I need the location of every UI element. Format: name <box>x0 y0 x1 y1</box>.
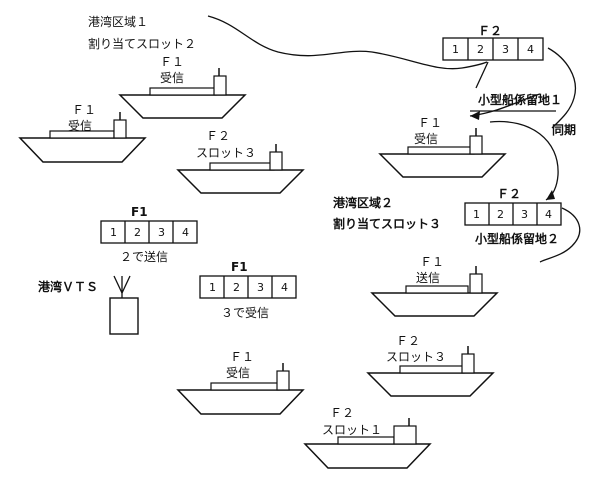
sync-arrowhead-lower <box>470 111 480 120</box>
right-curve-line <box>539 207 581 263</box>
ship-7 <box>176 363 305 415</box>
frame-top-slot-3: 3 <box>502 43 509 56</box>
area2-name: 港湾区域２ <box>333 195 393 210</box>
sync-label: 同期 <box>552 122 576 137</box>
frame-mid-slots: 1 2 3 4 <box>464 202 562 226</box>
small-port-1-label: 小型船係留地１ <box>478 92 562 107</box>
area-boundary-line <box>207 15 488 70</box>
ship-2-freq: Ｆ１ <box>72 103 96 117</box>
ship-6-freq: Ｆ２ <box>396 334 420 348</box>
frame-left-slot-4: 4 <box>182 226 189 239</box>
frame-top-slot-1: 1 <box>452 43 459 56</box>
frame-mid-slot-2: 2 <box>497 208 504 221</box>
frame-mid-slot-4: 4 <box>545 208 552 221</box>
frame-center-label: F1 <box>231 260 248 274</box>
frame-mid-slot-1: 1 <box>473 208 480 221</box>
frame-top-slot-4: 4 <box>527 43 534 56</box>
ship-5 <box>370 266 499 317</box>
vts-station-box <box>109 297 139 335</box>
frame-center-slot-3: 3 <box>257 281 264 294</box>
area2-slot: 割り当てスロット３ <box>333 216 441 231</box>
frame-top-label: Ｆ２ <box>478 24 502 38</box>
ship-7-mode: 受信 <box>226 366 250 380</box>
frame-center-slots: 1 2 3 4 <box>199 275 297 299</box>
ship-4-freq: Ｆ１ <box>418 116 442 130</box>
ship-7-freq: Ｆ１ <box>230 350 254 364</box>
ship-1-mode: 受信 <box>160 71 184 85</box>
frame-left-caption: ２で送信 <box>120 249 168 264</box>
area1-name: 港湾区域１ <box>88 14 148 29</box>
frame-top-slots: 1 2 3 4 <box>442 37 544 61</box>
frame-left-label: F1 <box>131 205 148 219</box>
ship-3-mode: スロット３ <box>196 146 256 160</box>
ship-3 <box>176 144 305 194</box>
ship-4-mode: 受信 <box>414 132 438 146</box>
boundary-tail-line <box>547 47 576 129</box>
antenna-icon <box>113 275 131 298</box>
ship-6 <box>366 346 495 397</box>
frame-mid-slot-3: 3 <box>521 208 528 221</box>
ship-5-mode: 送信 <box>416 270 440 285</box>
ship-2-mode: 受信 <box>68 119 92 133</box>
frame-center-slot-1: 1 <box>209 281 216 294</box>
sync-arrowhead-upper <box>546 190 555 200</box>
ship-4 <box>378 128 507 178</box>
frame-top-pointer <box>475 61 489 89</box>
ship-3-freq: Ｆ２ <box>206 129 230 143</box>
ship-1 <box>118 68 247 119</box>
frame-mid-label: Ｆ２ <box>497 187 521 201</box>
ship-5-freq: Ｆ１ <box>420 255 444 269</box>
ship-1-freq: Ｆ１ <box>160 55 184 69</box>
frame-left-slot-2: 2 <box>134 226 141 239</box>
ship-8-freq: Ｆ２ <box>330 406 354 420</box>
frame-center-caption: ３で受信 <box>221 306 269 320</box>
frame-top-slot-2: 2 <box>477 43 484 56</box>
vts-label: 港湾ＶＴＳ <box>38 279 98 294</box>
ship-8 <box>303 418 432 469</box>
frame-left-slots: 1 2 3 4 <box>100 220 198 244</box>
area1-slot: 割り当てスロット２ <box>88 36 196 51</box>
frame-center-slot-4: 4 <box>281 281 288 294</box>
frame-left-slot-1: 1 <box>110 226 117 239</box>
small-port-2-label: 小型船係留地２ <box>475 231 559 246</box>
frame-center-slot-2: 2 <box>233 281 240 294</box>
ship-6-mode: スロット３ <box>386 350 446 364</box>
frame-left-slot-3: 3 <box>158 226 165 239</box>
ship-2 <box>18 112 147 163</box>
ship-8-mode: スロット１ <box>322 423 382 437</box>
